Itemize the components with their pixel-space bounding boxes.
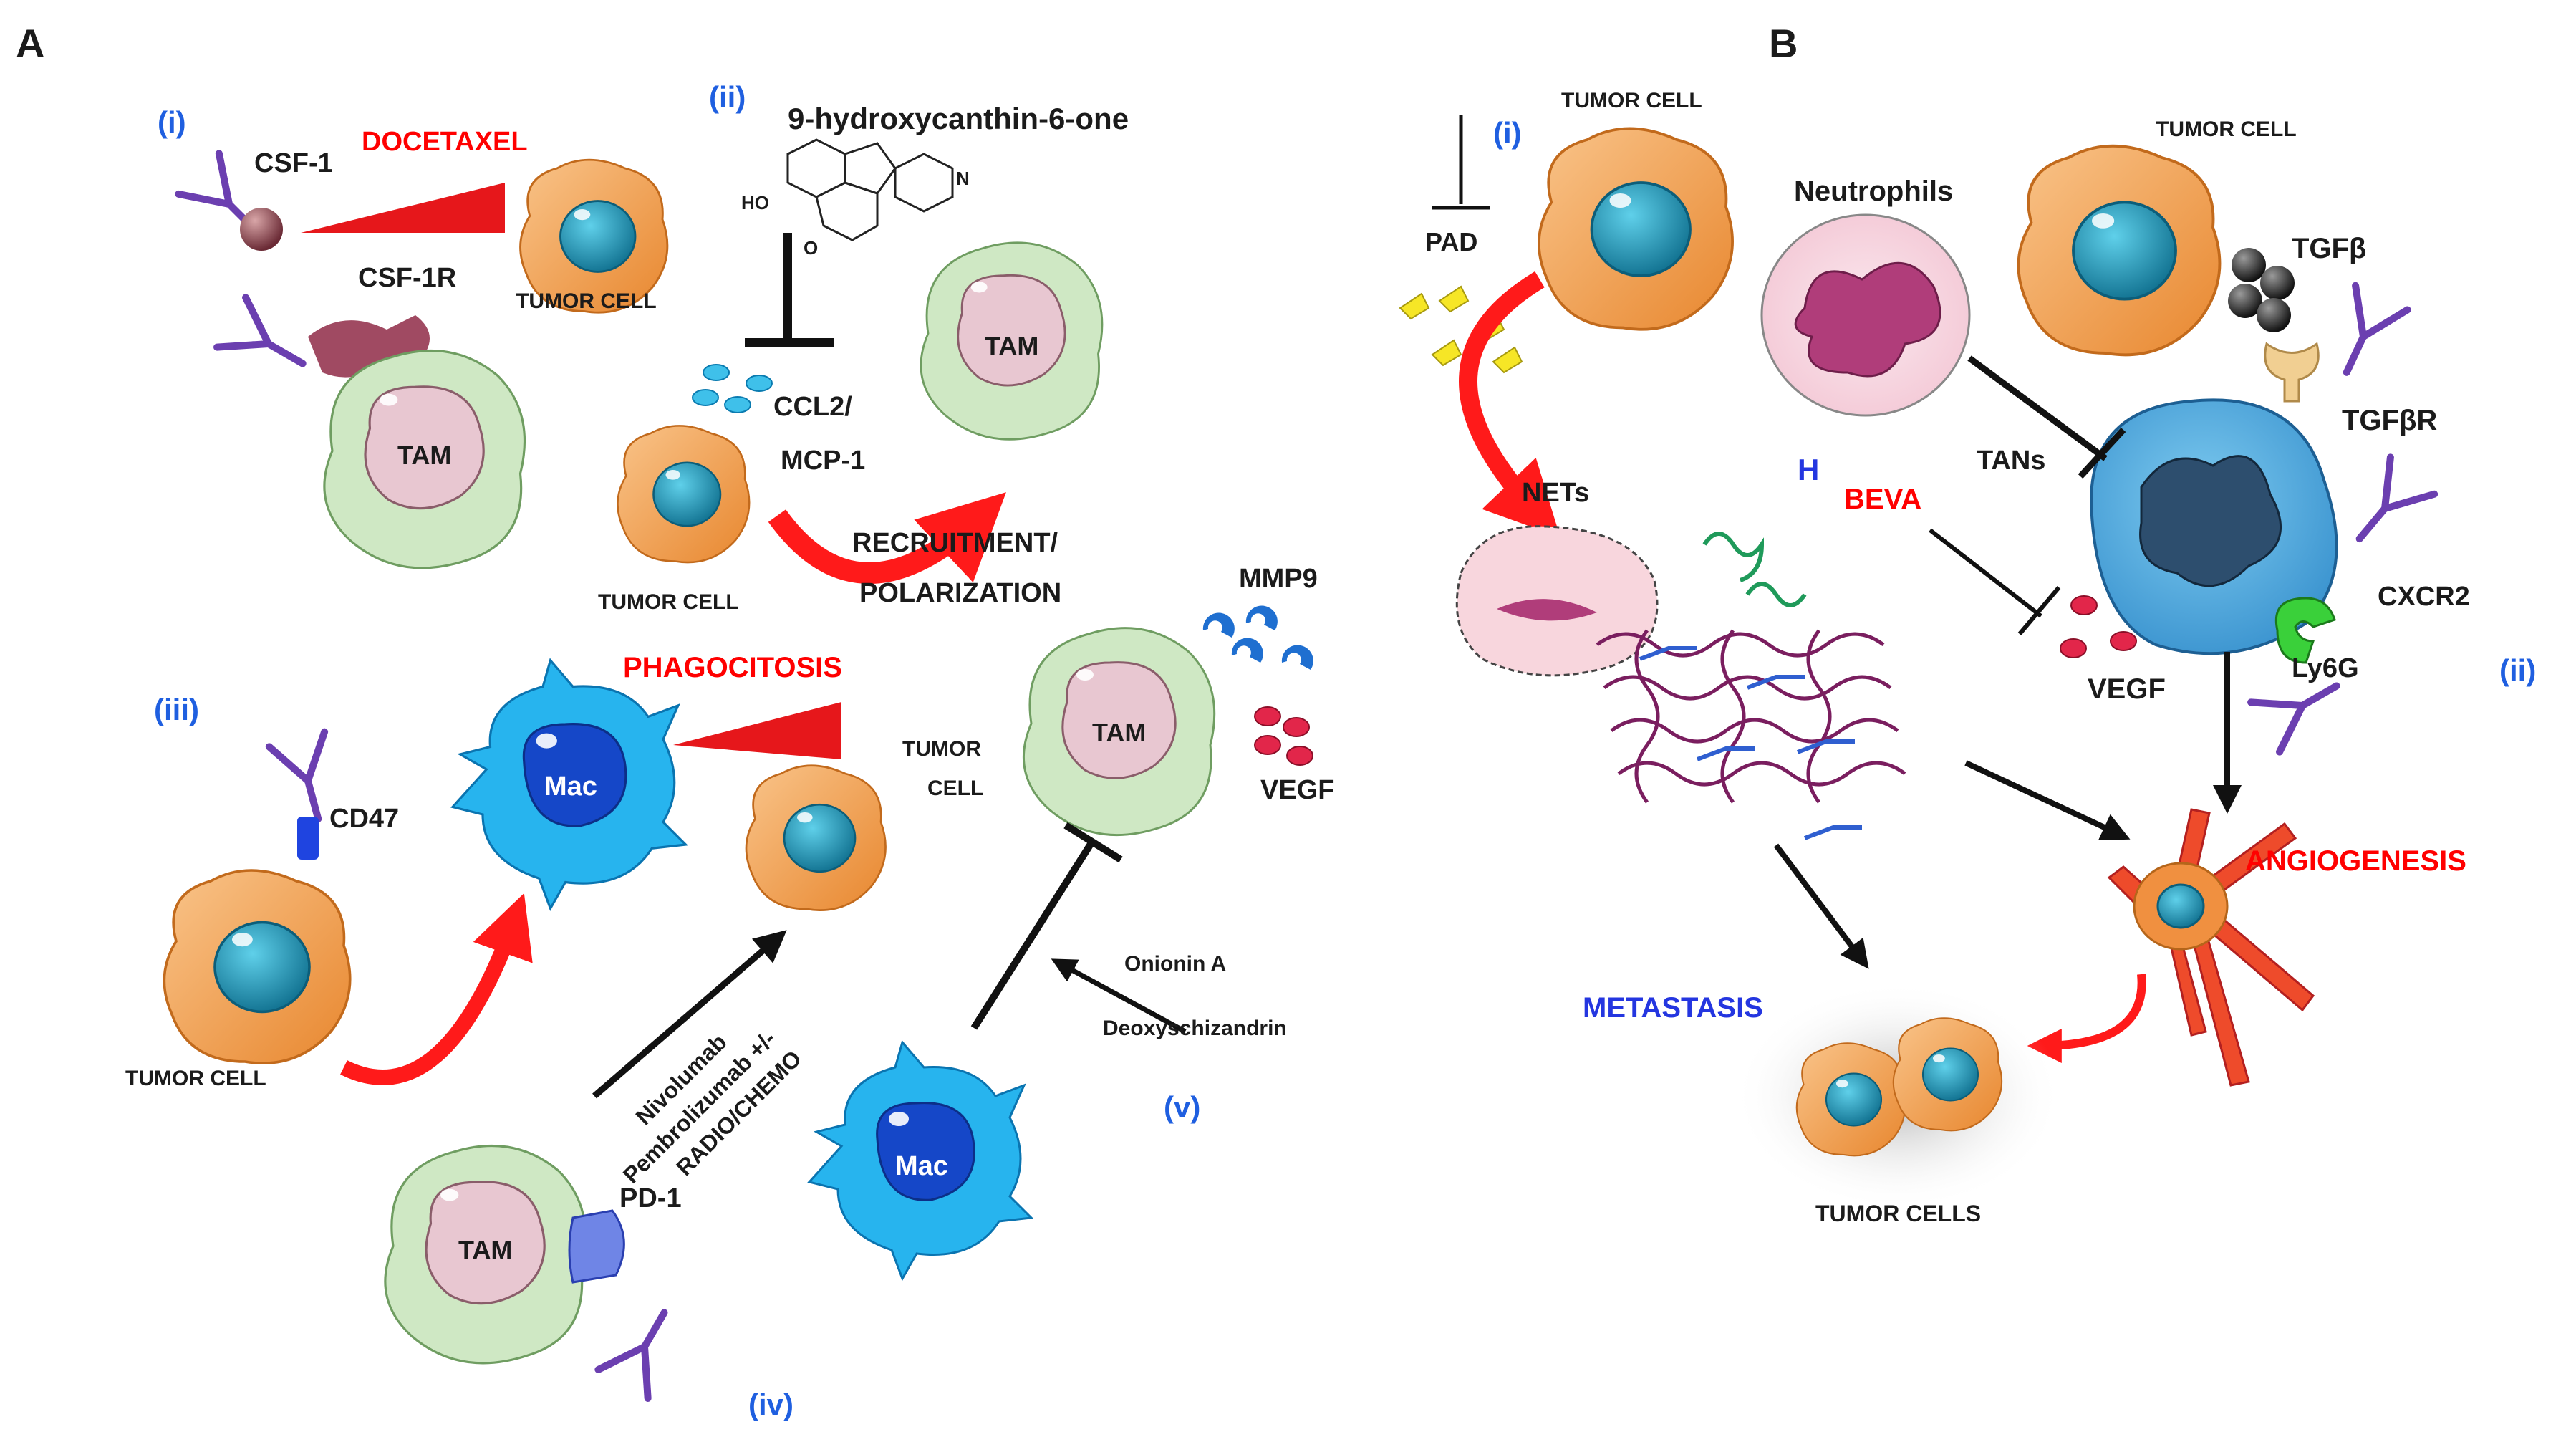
label-mmp9: MMP9 xyxy=(1239,564,1318,594)
label-tumor-cell-b1: TUMOR CELL xyxy=(1561,89,1702,112)
label-a-ii: (ii) xyxy=(709,80,746,114)
label-tam-2: TAM xyxy=(985,331,1038,360)
label-csf1r: CSF-1R xyxy=(358,263,456,293)
tumor-cell-icon xyxy=(1795,1042,1906,1157)
beva-inhibition-icon xyxy=(1929,528,2061,635)
csf1r-receptor-icon xyxy=(308,315,430,378)
ccl2-dots-icon xyxy=(692,364,773,413)
label-tam-4: TAM xyxy=(1092,718,1146,747)
label-a-iv: (iv) xyxy=(748,1388,793,1421)
inhibition-bar-icon xyxy=(745,233,834,347)
antibody-icon xyxy=(598,1298,689,1398)
label-tumor-cells: TUMOR CELLS xyxy=(1815,1201,1981,1226)
label-beva: BEVA xyxy=(1844,484,1921,515)
antibody-icon xyxy=(217,297,317,388)
label-tgfb: TGFβ xyxy=(2292,233,2366,264)
label-tumor-cell-a3: TUMOR CELL xyxy=(125,1067,266,1090)
label-mac: Mac xyxy=(544,772,597,802)
nets-angio-arrow xyxy=(1964,760,2131,841)
label-csf1: CSF-1 xyxy=(254,148,333,178)
neutrophil-icon xyxy=(1760,213,1971,417)
label-angiogenesis: ANGIOGENESIS xyxy=(2245,845,2466,877)
tumor-cell-icon xyxy=(1892,1017,2003,1132)
pad-inhibition-icon xyxy=(1432,115,1490,210)
docetaxel-wedge-icon xyxy=(301,183,505,233)
label-cd47: CD47 xyxy=(329,804,399,834)
label-recruitment: RECRUITMENT/ xyxy=(852,528,1058,558)
label-ccl2: CCL2/ xyxy=(773,392,852,422)
label-pad: PAD xyxy=(1425,227,1477,256)
label-tam-3: TAM xyxy=(458,1235,512,1264)
tumor-cell-icon xyxy=(745,764,887,911)
label-tgfbr: TGFβR xyxy=(2342,405,2437,436)
nets-icon xyxy=(1455,525,1906,840)
label-metastasis: METASTASIS xyxy=(1583,992,1763,1024)
label-neutrophils: Neutrophils xyxy=(1794,176,1953,207)
label-cxcr2: CXCR2 xyxy=(2378,582,2470,612)
label-cell: CELL xyxy=(927,777,983,800)
label-tam: TAM xyxy=(397,441,451,470)
label-docetaxel: DOCETAXEL xyxy=(362,127,528,157)
phagocytosis-wedge-icon xyxy=(673,702,841,759)
label-deoxyschizandrin: Deoxyschizandrin xyxy=(1103,1016,1287,1040)
angiogenesis-arrow xyxy=(2027,974,2146,1063)
pd1-therapy-arrow xyxy=(592,930,787,1099)
label-phagocitosis: PHAGOCITOSIS xyxy=(623,652,842,683)
label-a-iii: (iii) xyxy=(154,693,199,726)
label-pd1: PD-1 xyxy=(619,1183,682,1213)
label-h: H xyxy=(1798,453,1819,486)
csf1-ligand-icon xyxy=(240,208,283,251)
nets-arrow xyxy=(1459,271,1560,538)
panel-b-letter: B xyxy=(1769,21,1798,66)
label-b-ii: (ii) xyxy=(2499,653,2536,687)
label-n: N xyxy=(956,168,970,189)
inhibition-bar-icon xyxy=(970,822,1123,1030)
label-tumor-cell-a1: TUMOR CELL xyxy=(516,289,657,313)
label-tumor-cell-a2: TUMOR CELL xyxy=(598,590,739,614)
tumor-cell-icon xyxy=(163,869,352,1064)
label-nets: NETs xyxy=(1522,478,1589,508)
recruitment-arrow xyxy=(768,492,1006,584)
label-onionin: Onionin A xyxy=(1124,952,1226,976)
tan-cell-icon xyxy=(2089,398,2338,655)
label-tans: TANs xyxy=(1977,446,2045,476)
label-ly6g: Ly6G xyxy=(2292,653,2359,683)
panel-a-letter: A xyxy=(16,21,44,66)
vegf-dots-icon xyxy=(2060,595,2137,658)
tumor-cell-icon xyxy=(2017,144,2222,357)
onionin-arrow xyxy=(1051,958,1187,1034)
tumor-cell-icon xyxy=(617,425,751,564)
label-ho: HO xyxy=(741,192,769,213)
label-compound: 9-hydroxycanthin-6-one xyxy=(788,102,1129,135)
label-a-i: (i) xyxy=(158,105,186,139)
label-tumor-cell-b2: TUMOR CELL xyxy=(2156,117,2297,141)
tans-inhibition-icon xyxy=(1967,355,2126,479)
endothelial-cell-icon xyxy=(2107,808,2315,1087)
label-mcp1: MCP-1 xyxy=(781,446,865,476)
label-b-i: (i) xyxy=(1493,116,1522,150)
tgfbr-receptor-icon xyxy=(2264,342,2320,403)
label-vegf-b: VEGF xyxy=(2088,673,2166,705)
label-polarization: POLARIZATION xyxy=(859,578,1061,608)
nets-metastasis-arrow xyxy=(1773,843,1869,969)
vegf-dots-icon xyxy=(1254,706,1313,766)
tumor-cell-icon xyxy=(1538,127,1734,331)
panel-a: A (i) CSF-1 DOCETAXEL CSF-1R TAM TUMOR C… xyxy=(16,21,1334,1421)
phagocytosis-arrow xyxy=(340,893,533,1085)
label-tumor: TUMOR xyxy=(902,737,981,761)
ly6g-receptor-icon xyxy=(2274,597,2336,664)
compound-structure-icon xyxy=(786,138,954,241)
label-vegf-a: VEGF xyxy=(1260,775,1334,805)
label-a-v: (v) xyxy=(1164,1090,1200,1124)
cd47-receptor-icon xyxy=(297,817,319,860)
antibody-icon xyxy=(2321,286,2408,385)
tgfb-icon xyxy=(2228,248,2295,332)
label-o: O xyxy=(804,237,818,259)
antibody-icon xyxy=(2338,457,2434,557)
mmp9-icons xyxy=(1202,605,1313,670)
label-mac-2: Mac xyxy=(895,1151,948,1181)
pd1-receptor-icon xyxy=(568,1209,625,1284)
panel-b: B (i) TUMOR CELL PAD Neutrophils TUMOR C… xyxy=(1399,21,2536,1226)
